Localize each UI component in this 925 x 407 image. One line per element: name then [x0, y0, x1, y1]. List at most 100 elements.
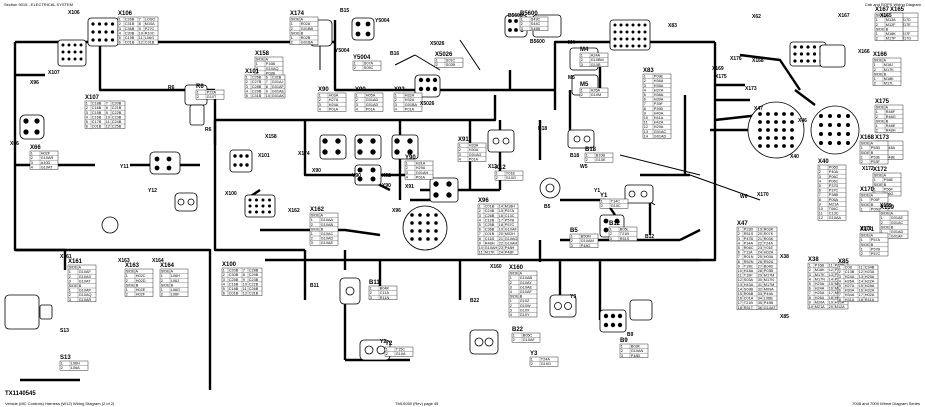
- pin-table-cell: G10AQ: [79, 293, 92, 297]
- pin-table-cell: 2: [876, 37, 878, 41]
- pin-table-cell: 2: [311, 237, 313, 241]
- connector-label-y3: Y3: [570, 294, 576, 300]
- pin-table-cell: 3: [819, 175, 821, 179]
- pin-table-cell: R48E: [886, 124, 896, 128]
- pin: [514, 19, 518, 23]
- pin-table-cell: 1: [370, 287, 372, 291]
- pin-table-cell: 1: [386, 348, 388, 352]
- pin-table-cell: G10AR: [79, 298, 92, 302]
- pin: [782, 112, 786, 116]
- pin-table-cell: 2: [197, 95, 199, 99]
- pin-table-cell: 4: [809, 277, 811, 281]
- pin-table-title: X40: [818, 159, 829, 165]
- pin-table-title: X100: [222, 262, 237, 268]
- pin-table-cell: G10AF: [505, 228, 518, 232]
- harness-wire-24: [679, 228, 701, 242]
- pin-table-cell: 2: [809, 268, 811, 272]
- pin-table-cell: P53E: [871, 155, 881, 159]
- pin-table-cell: 3: [738, 237, 740, 241]
- connector-label-b18: B18: [570, 153, 579, 159]
- pin-table-cell: 9: [266, 89, 268, 93]
- pin-table-cell: S05C: [364, 66, 374, 70]
- pin-table-cell: G01AF: [272, 85, 285, 89]
- pin-table-cell: P47B: [744, 237, 754, 241]
- pin-table-cell: G01AE: [272, 89, 285, 93]
- pin-table-cell: 3: [319, 103, 321, 107]
- pin: [790, 112, 794, 116]
- b22-sensor: [469, 329, 499, 355]
- pin: [365, 21, 371, 27]
- pin-table-cell: 3: [839, 275, 841, 279]
- pin-table-cell: C21B: [112, 106, 122, 110]
- pin-table-cell: 18: [499, 223, 503, 227]
- pin: [418, 229, 422, 233]
- pin: [774, 136, 778, 140]
- pin: [23, 118, 29, 124]
- pin-table-cell: 2: [319, 98, 321, 102]
- pin-table-cell: H05A: [366, 94, 376, 98]
- pin-table-cell: 12: [106, 125, 110, 129]
- y3-plug: [549, 294, 577, 318]
- pin-table-cell: 5: [223, 287, 225, 291]
- pin-table-cell: G10AF: [79, 270, 92, 274]
- pin-table-cell: C17B: [92, 120, 102, 124]
- pin-table-cell: 2: [621, 349, 623, 353]
- pin-table-cell: 12: [819, 216, 823, 220]
- pin-table-cell: G10AM: [581, 239, 594, 243]
- pin-table-cell: 1: [459, 144, 461, 148]
- pin: [766, 136, 770, 140]
- connector-label-x173: X173: [745, 86, 757, 92]
- pin-table-cell: SIDE A: [876, 14, 889, 18]
- pin: [154, 165, 160, 171]
- pin-table-cell: 1: [311, 232, 313, 236]
- pin-table-cell: SIDE B: [161, 283, 174, 287]
- pin-table-cell: M17K: [485, 251, 495, 255]
- pin-table-cell: H02C: [136, 274, 146, 278]
- pin-table-cell: G10AC: [321, 232, 334, 236]
- pin: [61, 43, 65, 47]
- x107-plug: [57, 39, 87, 67]
- pin-table-cell: G10AA: [321, 218, 334, 222]
- pin-table-cell: 11: [829, 264, 833, 268]
- pin: [774, 144, 778, 148]
- pin: [254, 210, 258, 214]
- pin-table-cell: H35A: [654, 84, 664, 88]
- pin-table-cell: C11B: [485, 237, 495, 241]
- pin-table-cell: C19B: [125, 36, 135, 40]
- pin-table-cell: R06C: [744, 246, 754, 250]
- connector-label-x168: X168: [752, 58, 764, 64]
- pin-table-cell: T24A: [541, 358, 551, 362]
- pin: [73, 50, 77, 54]
- connector-label-y5004: Y5004: [335, 48, 350, 54]
- pin-table-cell: SIDE A: [874, 59, 887, 63]
- pin-table-cell: 12: [829, 268, 833, 272]
- pin-table-cell: P39D: [654, 107, 664, 111]
- pin-table-title: X170: [860, 187, 875, 193]
- pin-table-cell: 1: [319, 94, 321, 98]
- pin-table-cell: SIDE A: [510, 272, 523, 276]
- pin-table-cell: SIDE A: [861, 194, 874, 198]
- connector-label-x66: X66: [10, 141, 19, 147]
- pin-table-cell: 2: [513, 338, 515, 342]
- connector-label-x101: X101: [258, 153, 270, 159]
- pin-table-cell: M17P: [886, 37, 896, 41]
- pin: [407, 138, 413, 144]
- pin-table-title: B18: [585, 147, 597, 153]
- header-left: Section 9015 - ELECTRICAL SYSTEM: [4, 2, 73, 7]
- pin-table-cell: M17G: [901, 37, 911, 41]
- pin-table-cell: 35: [758, 301, 762, 305]
- pin-table-cell: C08: [845, 266, 852, 270]
- pin-table-cell: 8: [738, 260, 740, 264]
- pin: [617, 313, 623, 319]
- pin-table-cell: 6: [644, 98, 646, 102]
- connector-label-y90: Y90: [382, 183, 391, 189]
- connector-label-x96: X96: [30, 80, 39, 86]
- b8-core: [545, 183, 555, 193]
- pin-table-cell: P56F: [884, 187, 894, 191]
